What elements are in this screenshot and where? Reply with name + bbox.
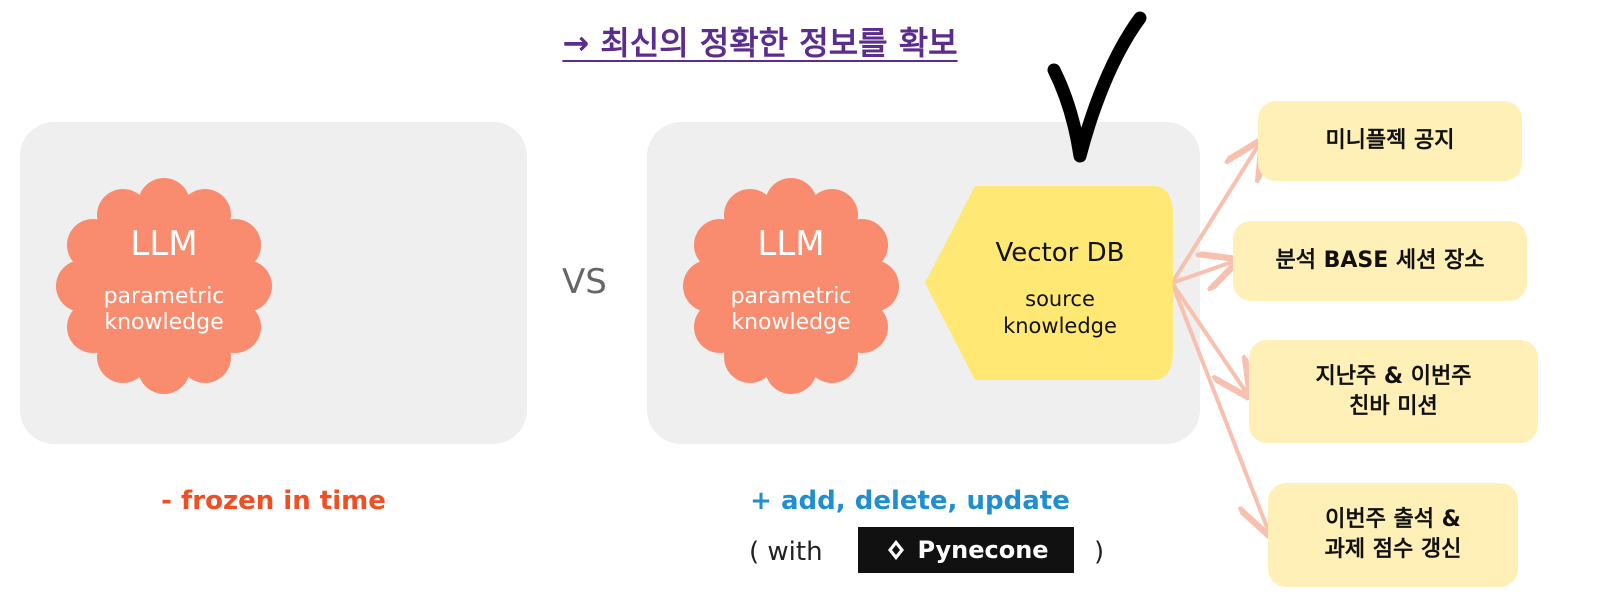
cloud-icon bbox=[683, 178, 899, 394]
source-box-missions: 지난주 & 이번주 친바 미션 bbox=[1249, 340, 1538, 443]
vector-db-subtitle: source knowledge bbox=[1003, 287, 1117, 338]
llm-title: LLM bbox=[130, 224, 198, 264]
vs-label: VS bbox=[562, 262, 607, 302]
vector-db-title: Vector DB bbox=[995, 238, 1125, 268]
source-box-notice: 미니플젝 공지 bbox=[1258, 101, 1522, 181]
arrow-to-source-1 bbox=[1170, 146, 1258, 285]
pinecone-badge: Pynecone bbox=[858, 527, 1074, 573]
llm-cloud: LLM parametric knowledge bbox=[679, 174, 903, 398]
source-box-attendance-scores: 이번주 출석 & 과제 점수 갱신 bbox=[1268, 483, 1518, 587]
headline: → 최신의 정확한 정보를 확보 bbox=[562, 24, 958, 62]
arrow-to-source-2 bbox=[1171, 262, 1232, 283]
llm-subtitle: parametric knowledge bbox=[730, 284, 852, 335]
llm-title: LLM bbox=[757, 224, 825, 264]
with-close-paren: ) bbox=[1094, 537, 1105, 567]
arrow-to-source-3 bbox=[1170, 281, 1246, 392]
pinecone-logo-icon bbox=[888, 540, 905, 560]
source-box-session-location: 분석 BASE 세션 장소 bbox=[1233, 221, 1527, 301]
llm-cloud: LLM parametric knowledge bbox=[52, 174, 276, 398]
cloud-icon bbox=[56, 178, 272, 394]
vector-db-shape bbox=[925, 186, 1173, 380]
frozen-label: - frozen in time bbox=[161, 486, 386, 516]
update-label: + add, delete, update bbox=[750, 486, 1070, 516]
left-panel: LLM parametric knowledge bbox=[20, 122, 527, 444]
pinecone-label: Pynecone bbox=[917, 536, 1049, 564]
with-open-paren: ( with bbox=[749, 537, 823, 567]
llm-subtitle: parametric knowledge bbox=[103, 284, 225, 335]
checkmark-icon bbox=[1047, 11, 1147, 163]
arrow-to-source-4 bbox=[1170, 282, 1268, 530]
